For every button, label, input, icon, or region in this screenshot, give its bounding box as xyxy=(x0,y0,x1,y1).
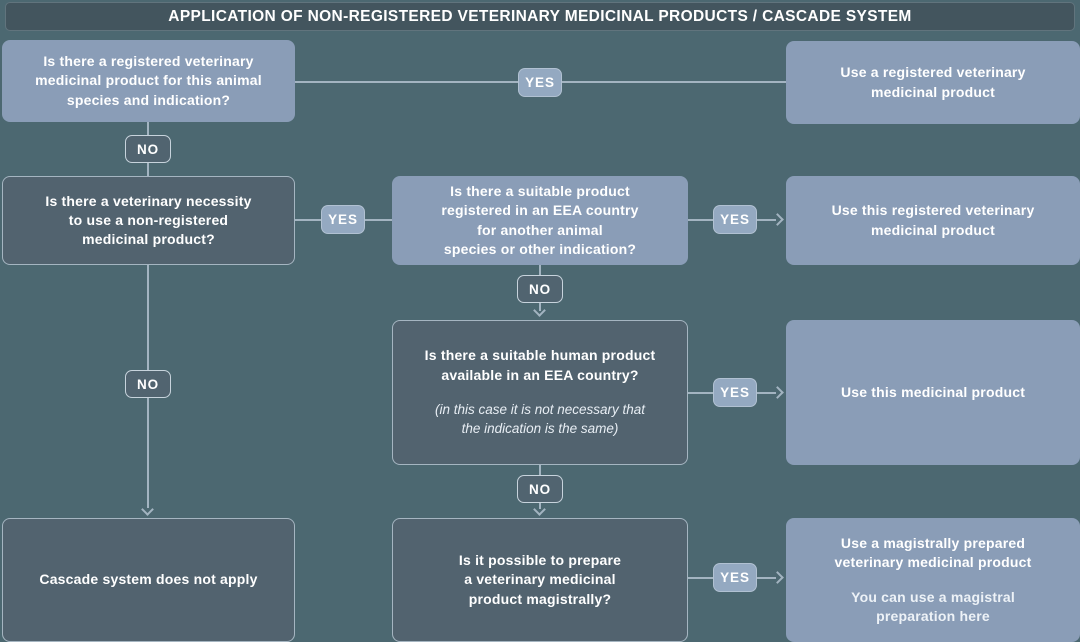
node-q-magistral-preparation: Is it possible to prepare a veterinary m… xyxy=(392,518,688,642)
node-text: Is there a veterinary necessity to use a… xyxy=(45,192,252,248)
label-yes-row1: YES xyxy=(518,68,562,97)
node-a-use-this-product: Use this medicinal product xyxy=(786,320,1080,465)
node-text: Is it possible to prepare a veterinary m… xyxy=(458,552,622,607)
node-text: Use a magistrally prepared veterinary me… xyxy=(834,534,1032,571)
title-bar: APPLICATION OF NON-REGISTERED VETERINARY… xyxy=(5,2,1075,31)
arrow-down-icon xyxy=(141,503,154,516)
label-no-q4: NO xyxy=(517,475,563,503)
label-yes-row2-left: YES xyxy=(321,205,365,234)
node-a-use-magistral-product: Use a magistrally prepared veterinary me… xyxy=(786,518,1080,642)
node-text: Is there a suitable product registered i… xyxy=(441,182,639,257)
node-text: Cascade system does not apply xyxy=(39,571,258,588)
node-text: Use this registered veterinary medicinal… xyxy=(831,202,1035,238)
arrow-down-icon xyxy=(533,503,546,516)
label-no-q1: NO xyxy=(125,135,171,163)
node-text: Is there a registered veterinary medicin… xyxy=(35,53,262,108)
page-title: APPLICATION OF NON-REGISTERED VETERINARY… xyxy=(168,7,912,25)
node-q-eea-other-species: Is there a suitable product registered i… xyxy=(392,176,688,265)
node-q-registered-product: Is there a registered veterinary medicin… xyxy=(2,40,295,122)
node-note: (in this case it is not necessary that t… xyxy=(434,401,646,436)
node-q-veterinary-necessity: Is there a veterinary necessity to use a… xyxy=(2,176,295,265)
arrow-right-icon xyxy=(771,386,784,399)
label-no-q3: NO xyxy=(517,275,563,303)
arrow-down-icon xyxy=(533,304,546,317)
node-text: Use a registered veterinary medicinal pr… xyxy=(840,64,1026,100)
node-q-human-product: Is there a suitable human product availa… xyxy=(392,320,688,465)
node-text: Is there a suitable human product availa… xyxy=(424,347,656,383)
node-text-secondary: You can use a magistral preparation here xyxy=(851,588,1015,624)
arrow-right-icon xyxy=(771,571,784,584)
node-cascade-not-apply: Cascade system does not apply xyxy=(2,518,295,642)
node-a-use-this-registered-product: Use this registered veterinary medicinal… xyxy=(786,176,1080,265)
label-yes-row4: YES xyxy=(713,563,757,592)
label-yes-row2-right: YES xyxy=(713,205,757,234)
arrow-right-icon xyxy=(771,213,784,226)
label-yes-row3: YES xyxy=(713,378,757,407)
node-text: Use this medicinal product xyxy=(840,383,1026,400)
label-no-q2: NO xyxy=(125,370,171,398)
node-a-use-registered-product: Use a registered veterinary medicinal pr… xyxy=(786,41,1080,124)
